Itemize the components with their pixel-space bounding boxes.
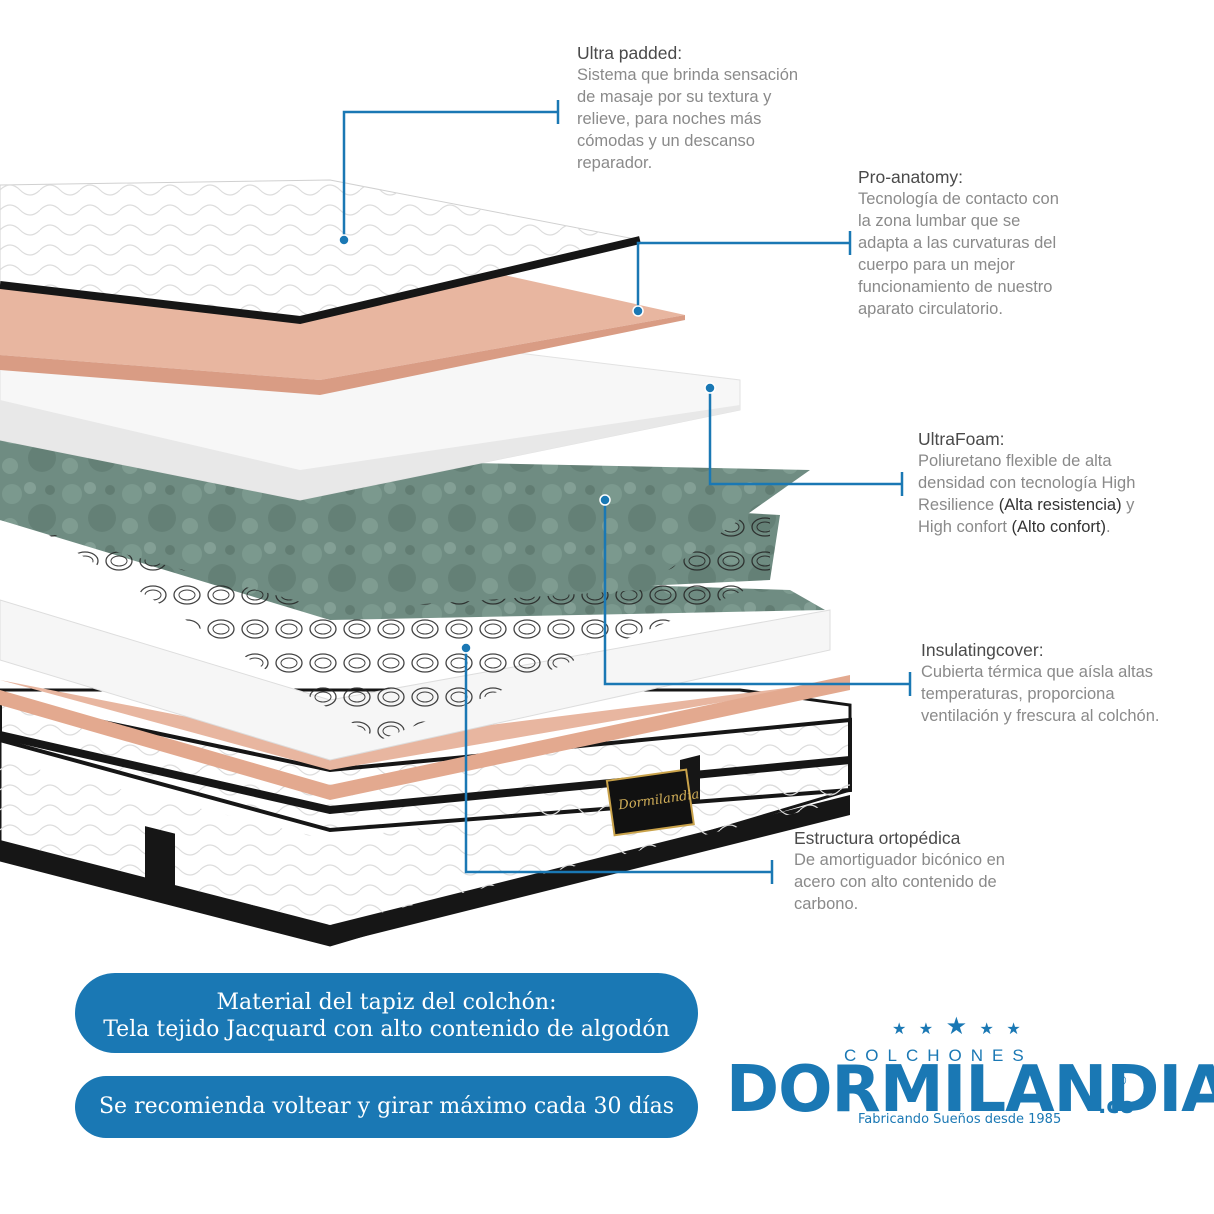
callout-ultrafoam-text: High confort [918, 518, 1012, 536]
callout-pro-anatomy-title: Pro-anatomy: [858, 167, 964, 187]
callout-ultrafoam-title: UltraFoam: [918, 429, 1005, 449]
callout-estructura: Estructura ortopédica De amortiguador bi… [794, 827, 1005, 915]
logo-registered-mark: ® [1116, 1072, 1127, 1088]
callout-ultrafoam: UltraFoam: Poliuretano flexible de alta … [918, 428, 1135, 538]
callout-ultra-padded-line: de masaje por su textura y [577, 88, 772, 106]
callout-insulating-cover-title: Insulatingcover: [921, 640, 1044, 660]
callout-ultra-padded-line: reparador. [577, 154, 653, 172]
callout-pro-anatomy-line: Tecnología de contacto con [858, 190, 1059, 208]
callout-ultrafoam-text: Resilience [918, 496, 999, 514]
callout-ultrafoam-text: . [1106, 518, 1111, 536]
logo-tagline: Fabricando Sueños desde 1985 [858, 1112, 1062, 1127]
callout-ultra-padded-line: relieve, para noches más [577, 110, 762, 128]
callout-ultrafoam-highlight: (Alto confort) [1011, 518, 1106, 536]
recommendation-text: Se recomienda voltear y girar máximo cad… [98, 1094, 674, 1119]
callout-ultra-padded-line: Sistema que brinda sensación [577, 66, 799, 84]
callout-estructura-line: carbono. [794, 895, 859, 913]
callout-estructura-line: De amortiguador bicónico en [794, 851, 1005, 869]
callout-pro-anatomy-line: funcionamiento de nuestro [858, 278, 1053, 296]
callout-ultra-padded-line: cómodas y un descanso [577, 132, 755, 150]
material-info-line: Tela tejido Jacquard con alto contenido … [103, 1017, 670, 1042]
callout-insulating-cover-line: Cubierta térmica que aísla altas [921, 663, 1154, 681]
callout-ultrafoam-line: Resilience (Alta resistencia) y [918, 494, 1135, 516]
logo-domain-suffix: .co [1098, 1094, 1135, 1119]
callout-insulating-cover-line: ventilación y frescura al colchón. [921, 707, 1160, 725]
brand-label-tag: Dormilandia [605, 768, 700, 837]
callout-ultrafoam-line: densidad con tecnología High [918, 474, 1136, 492]
callout-ultrafoam-line: Poliuretano flexible de alta [918, 452, 1112, 470]
callout-pro-anatomy-line: aparato circulatorio. [858, 300, 1003, 318]
callout-estructura-line: acero con alto contenido de [794, 873, 997, 891]
callout-ultrafoam-line: High confort (Alto confort). [918, 516, 1135, 538]
callout-estructura-title: Estructura ortopédica [794, 828, 961, 848]
logo-brand-text: DORMILANDIA [726, 1053, 1214, 1127]
material-info-pill: Material del tapiz del colchón: Tela tej… [75, 973, 698, 1053]
callout-pro-anatomy: Pro-anatomy: Tecnología de contacto con … [858, 166, 1059, 320]
callout-pro-anatomy-line: adapta a las curvaturas del [858, 234, 1057, 252]
callout-dots [338, 234, 716, 654]
dormilandia-logo: ★ ★ ★ ★ ★ COLCHONES DORMILANDIA ® .co Fa… [726, 1012, 1214, 1132]
callout-pro-anatomy-line: cuerpo para un mejor [858, 256, 1015, 274]
callout-ultrafoam-text: y [1121, 496, 1135, 514]
callout-ultra-padded-title: Ultra padded: [577, 43, 683, 63]
callout-ultra-padded: Ultra padded: Sistema que brinda sensaci… [577, 42, 798, 174]
callout-pro-anatomy-line: la zona lumbar que se [858, 212, 1021, 230]
callout-insulating-cover: Insulatingcover: Cubierta térmica que aí… [921, 639, 1159, 727]
recommendation-pill: Se recomienda voltear y girar máximo cad… [75, 1076, 698, 1138]
logo-stars-icon: ★ ★ ★ ★ ★ [892, 1013, 1025, 1040]
callout-ultrafoam-highlight: (Alta resistencia) [998, 496, 1122, 514]
material-info-line: Material del tapiz del colchón: [216, 990, 557, 1015]
callout-lines [342, 100, 912, 884]
insulating-cover-bottom [0, 680, 850, 770]
callout-insulating-cover-line: temperaturas, proporciona [921, 685, 1115, 703]
logo-colchones-text: COLCHONES [844, 1046, 1033, 1065]
